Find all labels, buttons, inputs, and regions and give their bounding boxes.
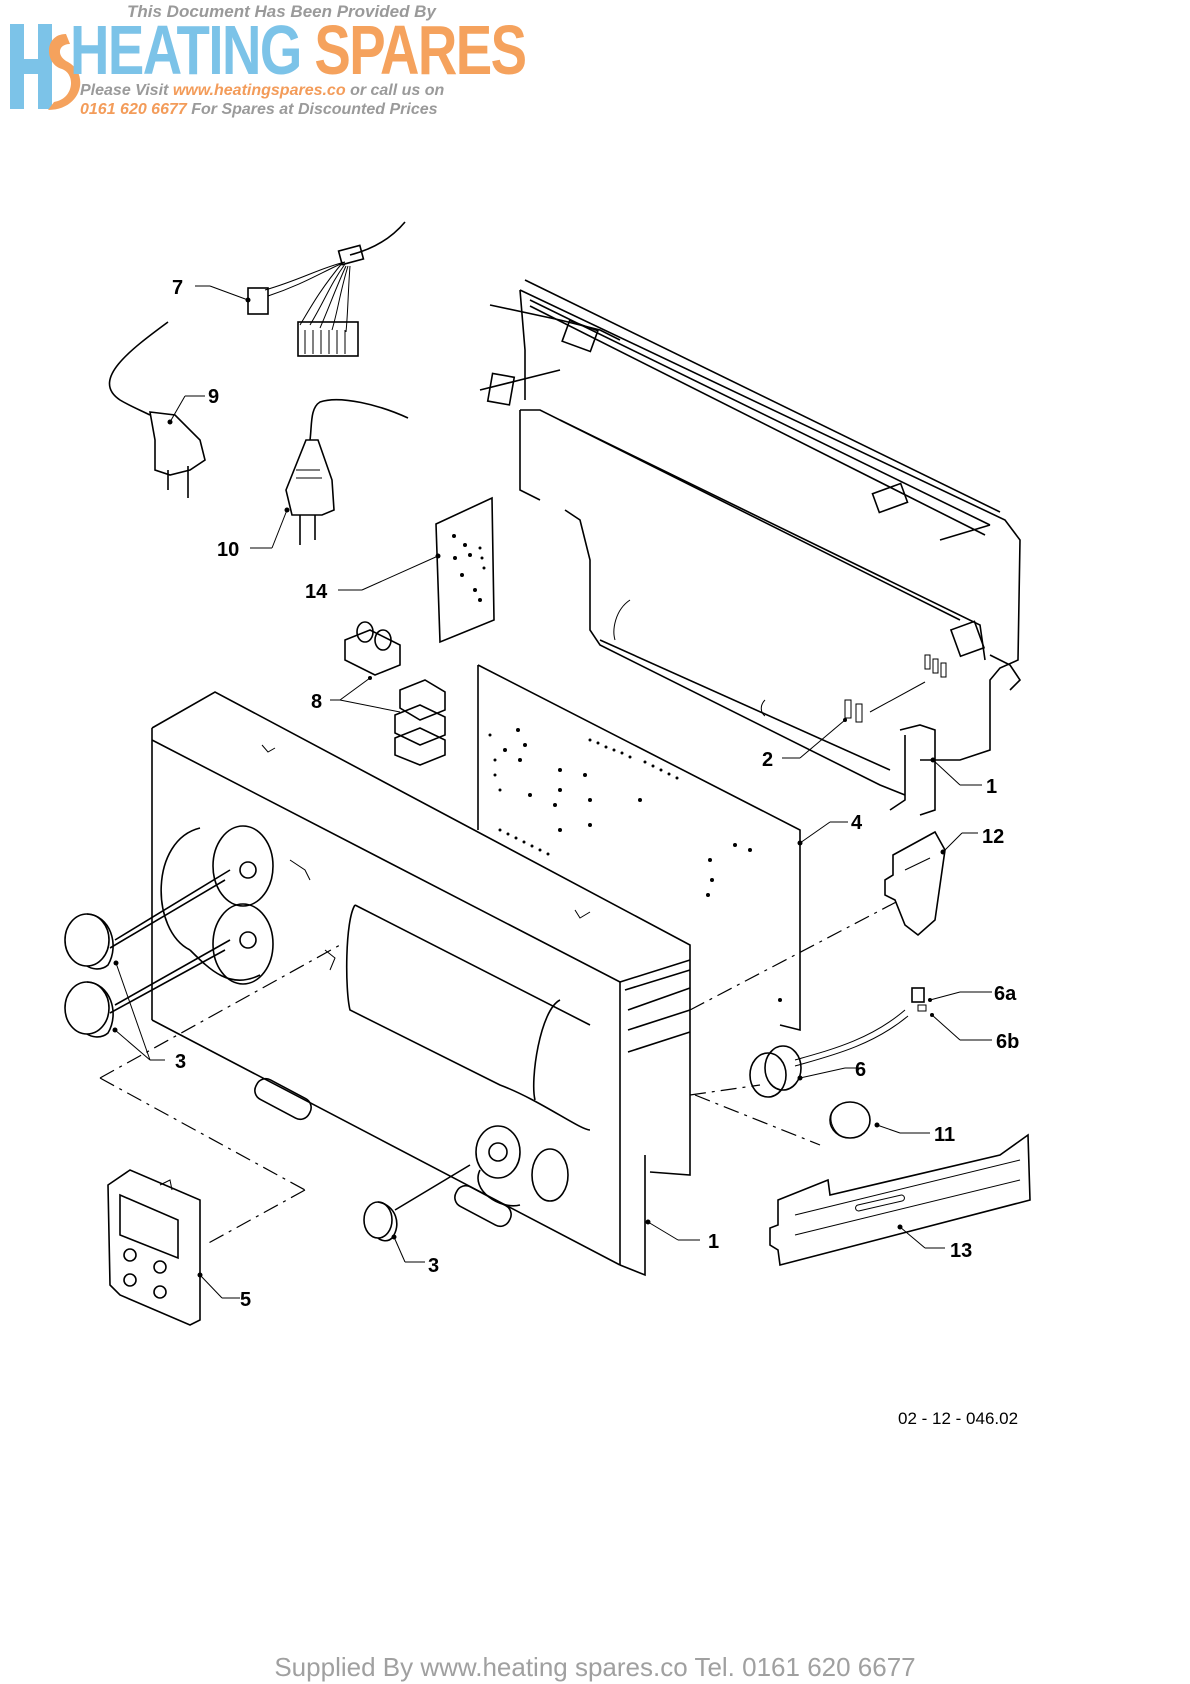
callout-13: 13 bbox=[950, 1240, 972, 1262]
cap-part-11 bbox=[830, 1102, 930, 1138]
switches-part-8 bbox=[330, 622, 445, 765]
callout-11: 11 bbox=[934, 1124, 955, 1146]
callout-7: 7 bbox=[172, 277, 183, 299]
callout-9: 9 bbox=[208, 386, 219, 408]
timer-part-5 bbox=[108, 1170, 240, 1325]
callout-6b: 6b bbox=[996, 1031, 1019, 1053]
front-facia-part-1 bbox=[152, 692, 700, 1275]
callout-1-back: 1 bbox=[986, 776, 997, 798]
thermometer-part-6 bbox=[750, 988, 992, 1097]
callout-labels: 7 9 10 14 8 2 1 4 12 6a 6b 6 3 11 1 13 3… bbox=[172, 277, 1019, 1311]
callout-4: 4 bbox=[851, 812, 863, 834]
callout-3-left: 3 bbox=[175, 1051, 186, 1073]
callout-6: 6 bbox=[855, 1059, 866, 1081]
back-cover-part-1 bbox=[480, 280, 1020, 815]
callout-3-bottom: 3 bbox=[428, 1255, 439, 1277]
wiring-harness-part-7 bbox=[195, 222, 405, 356]
callout-6a: 6a bbox=[994, 983, 1017, 1005]
drawing-reference: 02 - 12 - 046.02 bbox=[898, 1409, 1018, 1429]
main-pcb-part-4 bbox=[478, 665, 848, 1030]
plug-part-10 bbox=[250, 400, 408, 548]
control-knob-part-3 bbox=[364, 1165, 470, 1262]
pcb-part-14 bbox=[338, 498, 494, 642]
callout-14: 14 bbox=[305, 581, 328, 603]
bracket-part-13 bbox=[770, 1135, 1030, 1265]
callout-10: 10 bbox=[217, 539, 239, 561]
clip-part-12 bbox=[885, 832, 978, 935]
plug-part-9 bbox=[109, 322, 205, 498]
callout-5: 5 bbox=[240, 1289, 251, 1311]
supplier-footer: Supplied By www.heating spares.co Tel. 0… bbox=[0, 1652, 1190, 1683]
alignment-lines bbox=[100, 900, 900, 1245]
callout-2: 2 bbox=[762, 749, 773, 771]
callout-1-front: 1 bbox=[708, 1231, 719, 1253]
callout-8: 8 bbox=[311, 691, 322, 713]
callout-12: 12 bbox=[982, 826, 1004, 848]
